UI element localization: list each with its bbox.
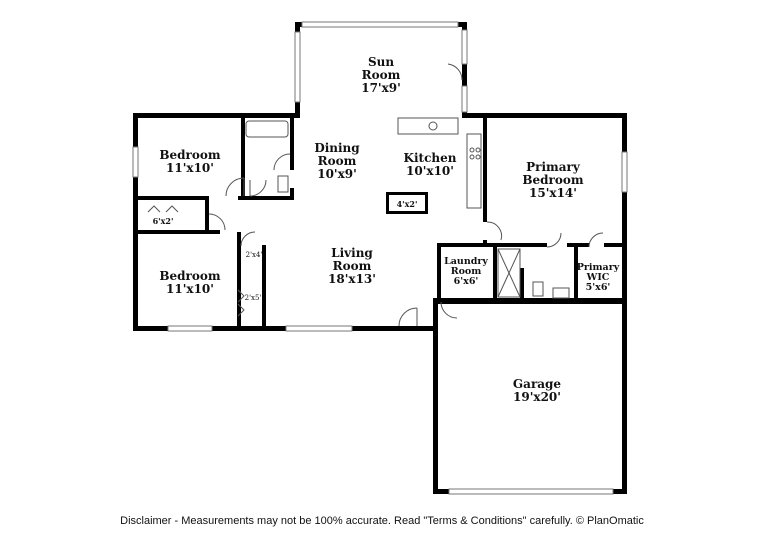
windows xyxy=(132,21,628,495)
laundry-room-name-2: Room xyxy=(451,266,482,277)
sun-room-name-2: Room xyxy=(362,68,401,82)
garage-dims: 19'x20' xyxy=(513,390,561,404)
primary-bedroom-name-1: Primary xyxy=(526,160,581,174)
primary-wic-dims: 5'x6' xyxy=(586,282,611,293)
dining-room-name-1: Dining xyxy=(314,141,360,155)
room-labels: Sun Room 17'x9' Dining Room 10'x9' Kitch… xyxy=(159,55,619,404)
bedroom-1-name: Bedroom xyxy=(159,148,220,162)
kitchen-name: Kitchen xyxy=(404,151,457,165)
living-room-name-1: Living xyxy=(331,246,373,260)
disclaimer-text: Disclaimer - Measurements may not be 100… xyxy=(120,515,644,527)
primary-bedroom-dims: 15'x14' xyxy=(529,186,577,200)
sun-room-name-1: Sun xyxy=(368,55,394,69)
dining-room-name-2: Room xyxy=(318,154,357,168)
sun-room-dims: 17'x9' xyxy=(361,81,401,95)
dining-room-dims: 10'x9' xyxy=(317,167,357,181)
closet-2x4-label: 2'x4' xyxy=(246,251,263,259)
garage-name: Garage xyxy=(513,377,562,391)
interior-walls xyxy=(138,118,622,331)
primary-wic-name-2: WIC xyxy=(586,272,610,283)
closet-labels: 6'x2' 4'x2' 2'x4' 2'x5' xyxy=(153,199,418,302)
living-room-dims: 18'x13' xyxy=(328,272,376,286)
living-room-name-2: Room xyxy=(333,259,372,273)
laundry-room-name-1: Laundry xyxy=(444,256,488,267)
island-4x2-label: 4'x2' xyxy=(397,199,418,209)
bedroom-2-name: Bedroom xyxy=(159,269,220,283)
bedroom-1-dims: 11'x10' xyxy=(166,161,214,175)
bedroom-2-dims: 11'x10' xyxy=(166,282,214,296)
kitchen-dims: 10'x10' xyxy=(406,164,454,178)
primary-bedroom-name-2: Bedroom xyxy=(522,173,583,187)
closet-2x5-label: 2'x5' xyxy=(245,294,262,302)
laundry-room-dims: 6'x6' xyxy=(454,276,479,287)
closet-6x2-label: 6'x2' xyxy=(153,216,174,226)
fixtures xyxy=(147,63,604,327)
primary-wic-name-1: Primary xyxy=(577,262,620,273)
